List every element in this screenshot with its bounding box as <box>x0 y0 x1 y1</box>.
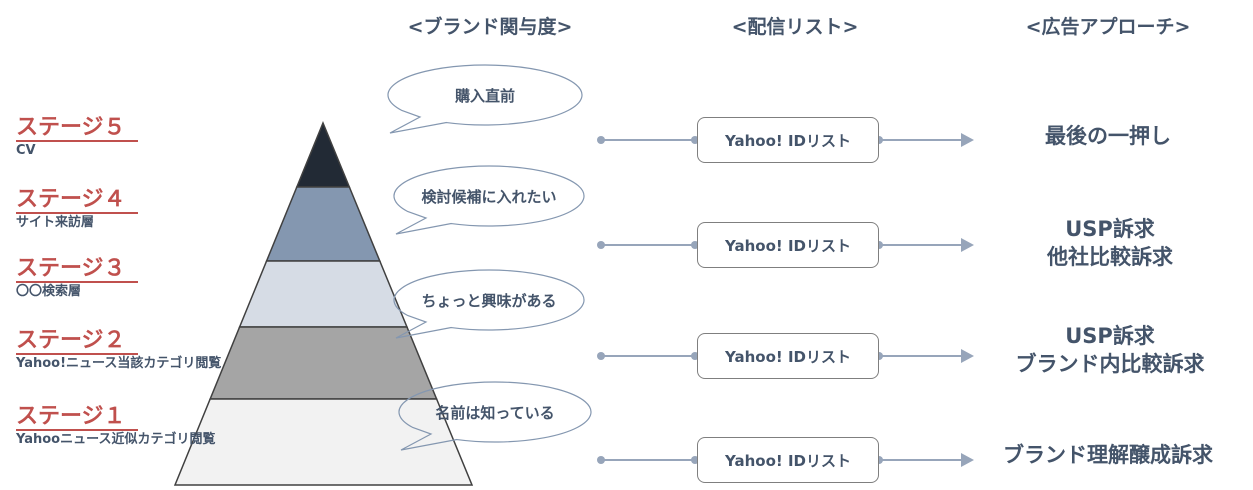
stage-label-3: ステージ３ 〇〇検索層 <box>16 257 138 300</box>
approach-line: USP訴求 <box>1065 217 1155 241</box>
speech-bubble <box>393 269 585 339</box>
header-ad-approach: <広告アプローチ> <box>1025 16 1191 38</box>
delivery-list-box-3: Yahoo! IDリスト <box>697 333 879 379</box>
stage-subtitle: CV <box>16 143 36 158</box>
speech-bubble <box>398 381 592 451</box>
approach-3: USP訴求 ブランド内比較訴求 <box>1016 322 1205 378</box>
stage-subtitle: サイト来訪層 <box>16 215 95 230</box>
arrow-head-icon <box>961 133 974 147</box>
approach-line: 他社比較訴求 <box>1047 245 1173 269</box>
header-delivery-list: <配信リスト> <box>731 16 859 38</box>
connector-row-3 <box>597 349 974 363</box>
approach-line: 最後の一押し <box>1045 124 1171 148</box>
stage-title: ステージ３ <box>16 257 138 283</box>
delivery-list-box-2: Yahoo! IDリスト <box>697 222 879 268</box>
header-brand-engagement: <ブランド関与度> <box>407 16 573 38</box>
stage-subtitle: 〇〇検索層 <box>16 284 82 299</box>
speech-bubble <box>387 64 583 134</box>
stage-subtitle: Yahoo!ニュース当該カテゴリ閲覧 <box>16 356 222 371</box>
approach-line: ブランド内比較訴求 <box>1015 352 1205 376</box>
approach-line: ブランド理解醸成訴求 <box>1003 443 1213 467</box>
stage-title: ステージ１ <box>16 405 138 431</box>
stage-label-4: ステージ４ サイト来訪層 <box>16 188 138 231</box>
delivery-list-box-4: Yahoo! IDリスト <box>697 437 879 483</box>
bubble-text: 名前は知っている <box>435 404 554 422</box>
connector-dot <box>597 456 605 464</box>
pyramid-band-stage-5 <box>295 121 351 188</box>
connector-dot <box>597 136 605 144</box>
stage-label-1: ステージ１ Yahooニュース近似カテゴリ閲覧 <box>16 405 215 448</box>
delivery-list-box-1: Yahoo! IDリスト <box>697 117 879 163</box>
approach-2: USP訴求 他社比較訴求 <box>1047 215 1173 271</box>
pyramid-band-stage-1 <box>173 398 474 486</box>
speech-bubble <box>393 165 585 235</box>
approach-line: USP訴求 <box>1065 324 1155 348</box>
pyramid-band-stage-4 <box>265 186 381 262</box>
pyramid <box>173 121 474 486</box>
arrow-head-icon <box>961 349 974 363</box>
connectors <box>597 133 974 467</box>
connector-dot <box>597 241 605 249</box>
arrow-head-icon <box>961 238 974 252</box>
stage-label-2: ステージ２ Yahoo!ニュース当該カテゴリ閲覧 <box>16 329 221 372</box>
connector-dot <box>597 352 605 360</box>
approach-1: 最後の一押し <box>1045 122 1171 150</box>
arrow-head-icon <box>961 453 974 467</box>
stage-title: ステージ２ <box>16 329 138 355</box>
approach-4: ブランド理解醸成訴求 <box>1003 441 1213 469</box>
pyramid-band-stage-3 <box>238 260 409 328</box>
stage-title: ステージ５ <box>16 116 138 142</box>
stage-subtitle: Yahooニュース近似カテゴリ閲覧 <box>16 432 216 447</box>
stage-label-5: ステージ５ CV <box>16 116 138 159</box>
bubble-text: 検討候補に入れたい <box>421 188 556 206</box>
pyramid-band-stage-2 <box>209 326 438 400</box>
stage-title: ステージ４ <box>16 188 138 214</box>
bubble-text: 購入直前 <box>454 87 515 105</box>
bubble-text: ちょっと興味がある <box>421 292 556 310</box>
